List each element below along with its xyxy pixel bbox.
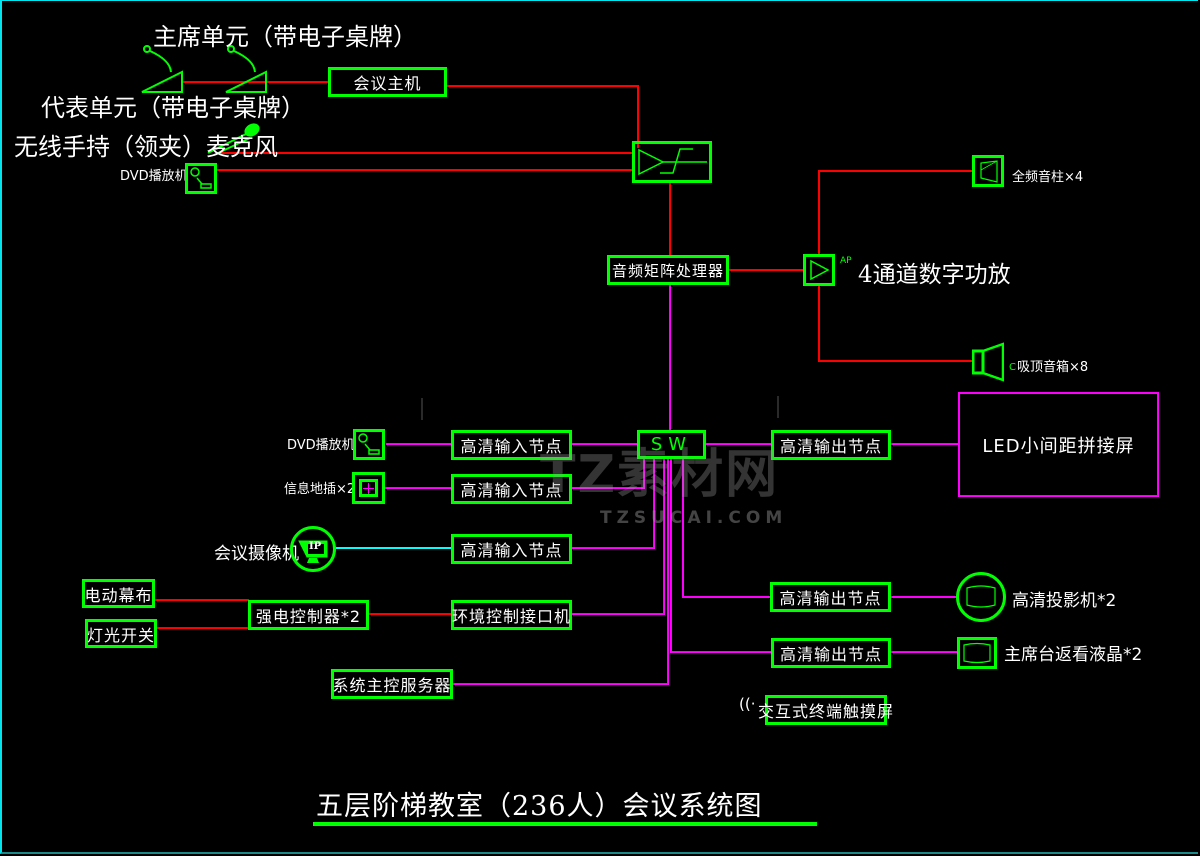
touch-screen-box[interactable]: 交互式终端触摸屏: [758, 695, 893, 725]
wire-host-processor: [446, 85, 639, 148]
projector-icon[interactable]: [956, 572, 1006, 622]
chairman-unit-label: 主席单元（带电子桌牌）: [153, 23, 417, 51]
power-controller-box[interactable]: 强电控制器*2: [248, 600, 369, 630]
dvd-audio-label: DVD播放机: [120, 169, 188, 184]
dvd-player-audio-icon[interactable]: [185, 163, 217, 194]
wire-amp-fullrange: [818, 170, 974, 256]
master-server-label: 系统主控服务器: [332, 676, 452, 695]
delegate-unit-label: 代表单元（带电子桌牌）: [41, 94, 305, 122]
conference-host-label: 会议主机: [353, 74, 422, 93]
plate-inner-frame: [359, 479, 378, 497]
hd-output-node-2[interactable]: 高清输出节点: [770, 582, 891, 612]
camera-tag: IP: [309, 541, 322, 552]
master-server-box[interactable]: 系统主控服务器: [331, 669, 453, 699]
delegate-mic-icon: [225, 45, 267, 93]
env-interface-label: 环境控制接口机: [452, 607, 572, 626]
camera-label: 会议摄像机: [214, 544, 299, 564]
conference-host-box[interactable]: 会议主机: [328, 67, 447, 97]
full-range-speaker-label: 全频音柱×4: [1012, 170, 1084, 185]
amp-triangle-icon: [810, 259, 830, 281]
led-wall-box[interactable]: LED小间距拼接屏: [958, 392, 1159, 497]
ceiling-speaker-icon[interactable]: [971, 342, 1005, 382]
amp-tag: AP: [840, 256, 852, 266]
title-underline: [313, 822, 817, 826]
hd-input-node-label: 高清输入节点: [460, 437, 563, 456]
motorized-screen-label: 电动幕布: [84, 585, 153, 605]
floor-plate-label: 信息地插×2: [284, 482, 356, 497]
dvd-player-video-icon[interactable]: [353, 429, 385, 460]
ceiling-speaker-label: 吸顶音箱×8: [1017, 360, 1089, 375]
wire-out2-switch: [682, 458, 772, 598]
floor-plate-icon[interactable]: [352, 472, 385, 504]
hd-output-node-1[interactable]: 高清输出节点: [771, 430, 891, 460]
disc-icon: [190, 167, 212, 189]
hd-output-node-label: 高清输出节点: [779, 645, 882, 664]
dvd-video-label: DVD播放机: [287, 438, 355, 453]
wire-server-switch: [452, 458, 669, 685]
led-wall-label: LED小间距拼接屏: [982, 435, 1135, 457]
hd-input-node-2[interactable]: 高清输入节点: [451, 474, 572, 504]
ip-camera-icon[interactable]: IP: [290, 526, 336, 572]
wire-in3-switch: [571, 458, 655, 549]
projector-label: 高清投影机*2: [1012, 591, 1117, 611]
wireless-signal-icon: ((·: [739, 695, 756, 713]
light-switch-label: 灯光开关: [87, 625, 156, 645]
switch-label: SW: [650, 434, 693, 455]
video-switch-box[interactable]: SW: [637, 430, 706, 459]
touch-screen-label: 交互式终端触摸屏: [758, 702, 895, 721]
wire-out3-switch: [670, 458, 772, 653]
wireless-mic-icon: [207, 123, 260, 156]
wireless-mic-label: 无线手持（领夹）麦克风: [14, 133, 278, 161]
hd-input-node-label: 高清输入节点: [460, 481, 563, 500]
motorized-screen-box[interactable]: 电动幕布: [82, 579, 155, 608]
hd-output-node-label: 高清输出节点: [779, 437, 882, 456]
audio-processor-box[interactable]: [632, 141, 712, 183]
watermark-logo: TZ素材网: [540, 445, 780, 505]
ceiling-speaker-tag: C: [1009, 362, 1016, 373]
hd-input-node-3[interactable]: 高清输入节点: [451, 534, 572, 564]
wire-env-switch: [571, 458, 665, 615]
hd-output-node-label: 高清输出节点: [779, 589, 882, 608]
disc-icon: [358, 433, 380, 455]
light-switch-box[interactable]: 灯光开关: [85, 619, 157, 648]
monitor-label: 主席台返看液晶*2: [1004, 645, 1143, 665]
digital-amp-box[interactable]: [803, 254, 835, 286]
power-controller-label: 强电控制器*2: [255, 607, 362, 626]
audio-matrix-label: 音频矩阵处理器: [611, 261, 724, 280]
chairman-mic-icon: [141, 45, 183, 93]
audio-matrix-box[interactable]: 音频矩阵处理器: [607, 255, 729, 285]
monitor-icon[interactable]: [957, 637, 997, 669]
hd-output-node-3[interactable]: 高清输出节点: [771, 638, 891, 668]
env-interface-box[interactable]: 环境控制接口机: [451, 600, 572, 630]
screen-icon: [966, 585, 996, 608]
amplifier-label: 4通道数字功放: [858, 262, 1011, 288]
amplifier-limiter-icon: [638, 148, 707, 176]
screen-icon: [963, 642, 991, 664]
wire-amp-ceiling: [818, 286, 974, 362]
wire-in2-switch: [571, 458, 645, 489]
hd-input-node-1[interactable]: 高清输入节点: [451, 430, 572, 460]
full-range-speaker-icon[interactable]: [972, 155, 1004, 187]
hd-input-node-label: 高清输入节点: [460, 541, 563, 560]
watermark-url: TZSUCAI.COM: [600, 508, 788, 528]
diagram-title: 五层阶梯教室（236人）会议系统图: [316, 791, 763, 822]
